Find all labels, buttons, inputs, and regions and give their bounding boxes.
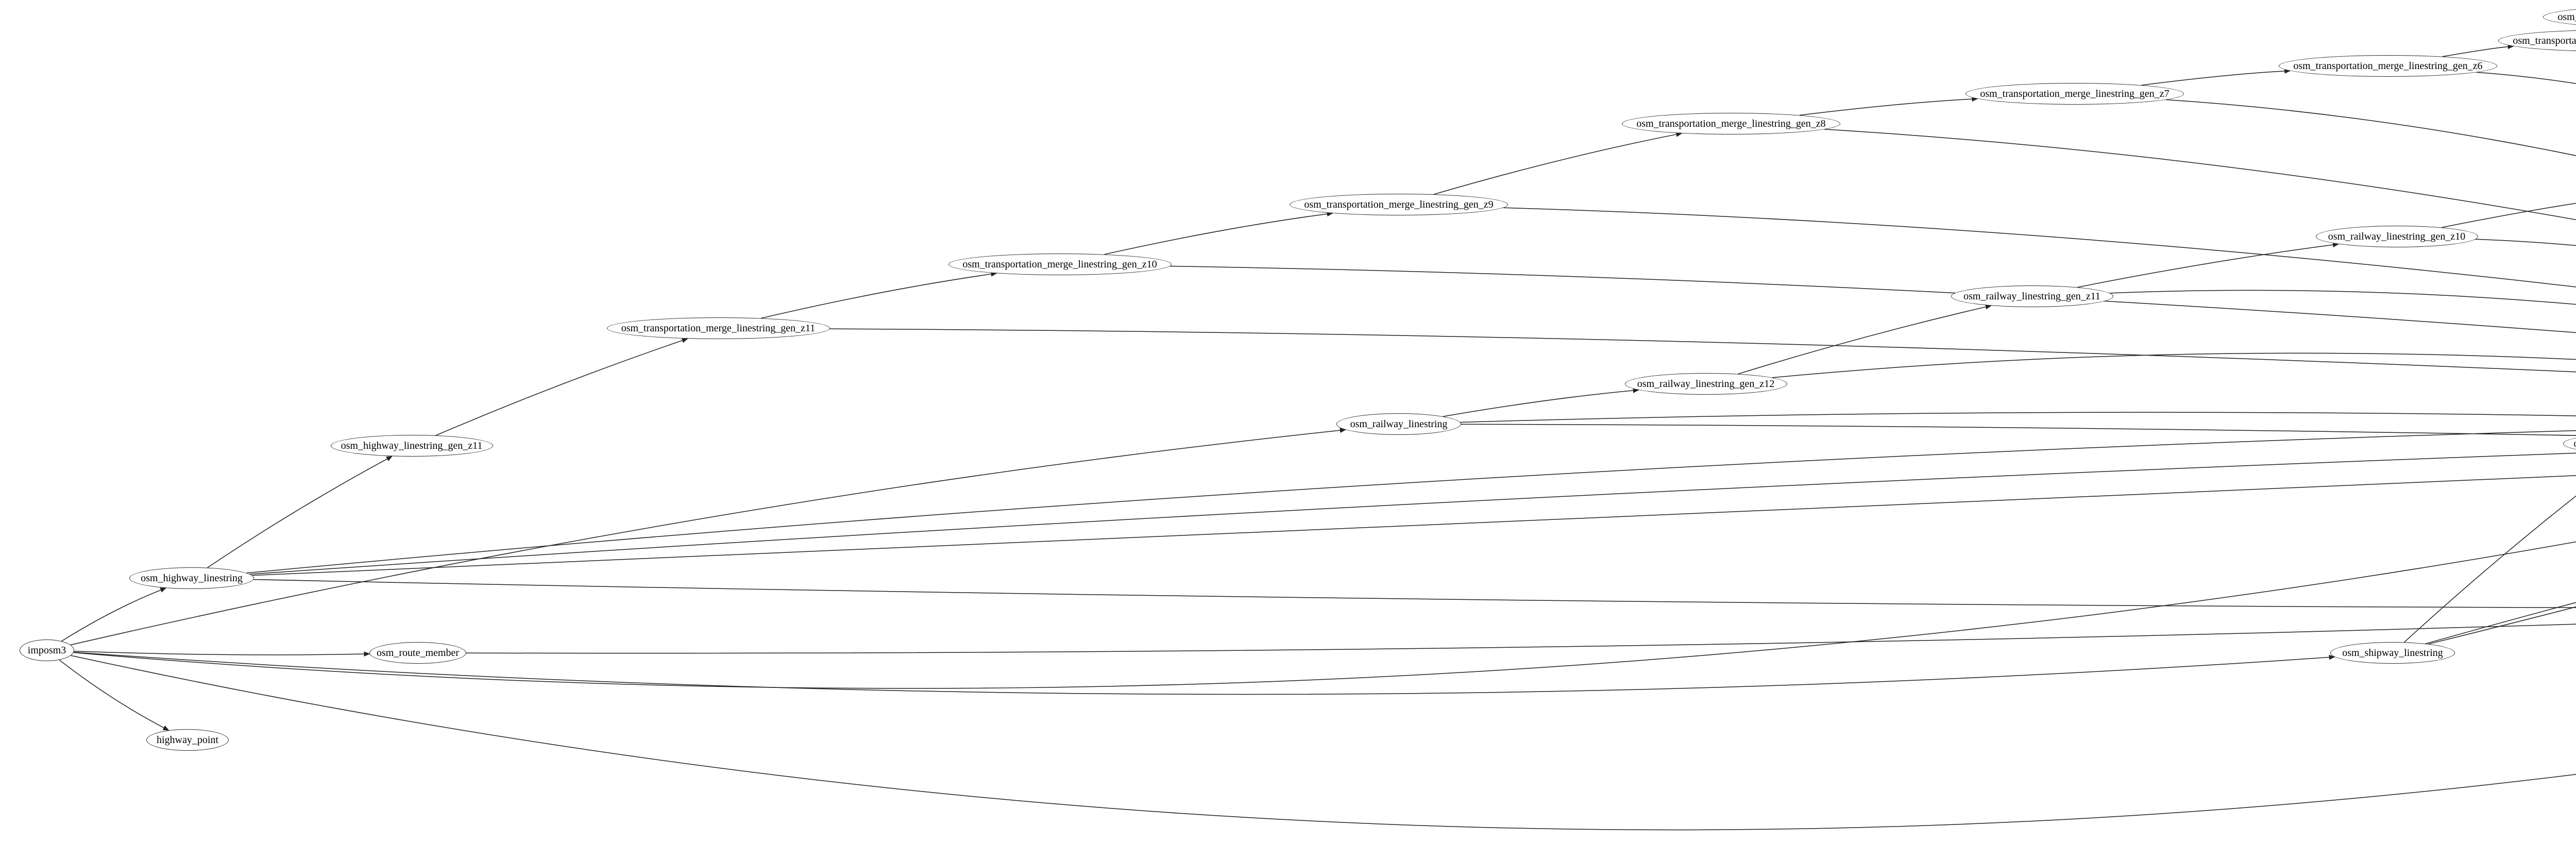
node-highway_point: highway_point: [146, 729, 229, 751]
node-osm_railway_linestring_gen_z11: osm_railway_linestring_gen_z11: [1951, 285, 2113, 307]
edge-osm_railway_linestring_gen_z10-to-osm_railway_linestring_gen_z9: [2441, 203, 2576, 228]
node-osm_railway_linestring_gen_z12: osm_railway_linestring_gen_z12: [1624, 373, 1787, 395]
edge-osm_transportation_merge_linestring_gen_z10-to-osm_transportation_merge_linestring_gen_z9: [1104, 211, 1333, 255]
edge-osm_highway_linestring-to-osm_highway_linestring_gen_z11: [207, 456, 393, 568]
edge-imposm3-to-osm_aerialway_linestring: [73, 541, 2576, 689]
edge-imposm3-to-osm_highway_linestring: [61, 587, 167, 642]
edge-osm_shipway_linestring-to-osm_shipway_linestring_gen_z12: [2403, 495, 2576, 643]
edge-osm_transportation_merge_linestring_gen_z11-to-osm_transportation_merge_linestring_gen_z10: [760, 271, 997, 319]
node-osm_shipway_linestring: osm_shipway_linestring: [2330, 642, 2455, 664]
node-osm_transportation_merge_linestring_gen_z6: osm_transportation_merge_linestring_gen_…: [2279, 55, 2497, 77]
node-osm_railway_linestring: osm_railway_linestring: [1336, 413, 1461, 435]
node-osm_railway_linestring_gen_z10: osm_railway_linestring_gen_z10: [2315, 226, 2478, 247]
node-osm_route_member: osm_route_member: [369, 642, 466, 664]
edge-osm_transportation_merge_linestring_gen_z9-to-z9: [1503, 207, 2576, 288]
edge-osm_railway_linestring_gen_z12-to-z12: [1772, 352, 2576, 378]
edge-osm_railway_linestring-to-z14+: [1461, 424, 2576, 436]
edge-osm_transportation_merge_linestring_gen_z11-to-z11: [829, 328, 2576, 373]
edge-osm_railway_linestring_gen_z12-to-osm_railway_linestring_gen_z11: [1738, 304, 1992, 375]
edge-osm_transportation_merge_linestring_gen_z7-to-z7: [2166, 99, 2576, 156]
edge-osm_railway_linestring-to-z13: [1460, 412, 2576, 423]
edge-osm_transportation_merge_linestring_gen_z9-to-osm_transportation_merge_linestring_gen_z8: [1433, 131, 1683, 195]
node-imposm3: imposm3: [20, 639, 74, 661]
edge-imposm3-to-osm_route_member: [74, 651, 370, 657]
edge-imposm3-to-highway_point: [59, 660, 170, 731]
node-osm_transportation_merge_linestring_gen_z9: osm_transportation_merge_linestring_gen_…: [1290, 194, 1508, 215]
edge-osm_railway_linestring_gen_z10-to-z10: [2475, 239, 2576, 246]
edge-osm_shipway_linestring-to-z14+: [2425, 602, 2576, 644]
edge-osm_railway_linestring-to-osm_railway_linestring_gen_z12: [1443, 388, 1639, 417]
edge-osm_railway_linestring_gen_z11-to-osm_railway_linestring_gen_z10: [2077, 242, 2340, 288]
node-osm_highway_linestring: osm_highway_linestring: [129, 567, 254, 589]
node-osm_transportation_merge_linestring_gen_z8: osm_transportation_merge_linestring_gen_…: [1622, 113, 1840, 134]
edge-imposm3-to-osm_railway_linestring: [70, 428, 1346, 646]
edge-osm_highway_linestring-to-z12: [246, 430, 2576, 574]
edge-osm_transportation_merge_linestring_gen_z6-to-z6: [2476, 72, 2576, 84]
edge-imposm3-to-osm_shipway_linestring: [74, 651, 2335, 695]
edge-osm_highway_linestring-to-z14+: [251, 473, 2576, 576]
edge-imposm3-to-osm_highway_polygon: [71, 655, 2576, 831]
node-osm_transportation_merge_linestring_gen_z11: osm_transportation_merge_linestring_gen_…: [606, 317, 830, 339]
edge-osm_transportation_merge_linestring_gen_z6-to-osm_transportation_merge_linestring_gen_z5: [2442, 44, 2514, 57]
node-osm_highway_linestring_gen_z11: osm_highway_linestring_gen_z11: [330, 435, 493, 457]
edge-osm_transportation_merge_linestring_gen_z8-to-osm_transportation_merge_linestring_gen_z7: [1799, 96, 1978, 116]
edge-osm_highway_linestring-to-z13: [249, 452, 2576, 575]
node-osm_transportation_merge_linestring_gen_z10: osm_transportation_merge_linestring_gen_…: [948, 254, 1172, 275]
edge-osm_highway_linestring_gen_z11-to-osm_transportation_merge_linestring_gen_z11: [435, 338, 688, 436]
edge-osm_shipway_linestring-to-z13: [2428, 606, 2576, 645]
edge-osm_highway_linestring-to-osm_transportation_name_network: [253, 579, 2576, 608]
edge-osm_route_member-to-osm_transportation_name_network: [466, 624, 2576, 654]
edge-osm_transportation_merge_linestring_gen_z7-to-osm_transportation_merge_linestring_gen_z6: [2141, 68, 2291, 86]
node-osm_transportation_merge_linestring_gen_z7: osm_transportation_merge_linestring_gen_…: [1965, 83, 2184, 105]
edge-osm_transportation_merge_linestring_gen_z8-to-z8: [1824, 129, 2576, 221]
edge-osm_railway_linestring_gen_z11-to-z11: [2109, 290, 2576, 305]
edge-osm_transportation_merge_linestring_gen_z10-to-z10: [1170, 265, 2576, 333]
